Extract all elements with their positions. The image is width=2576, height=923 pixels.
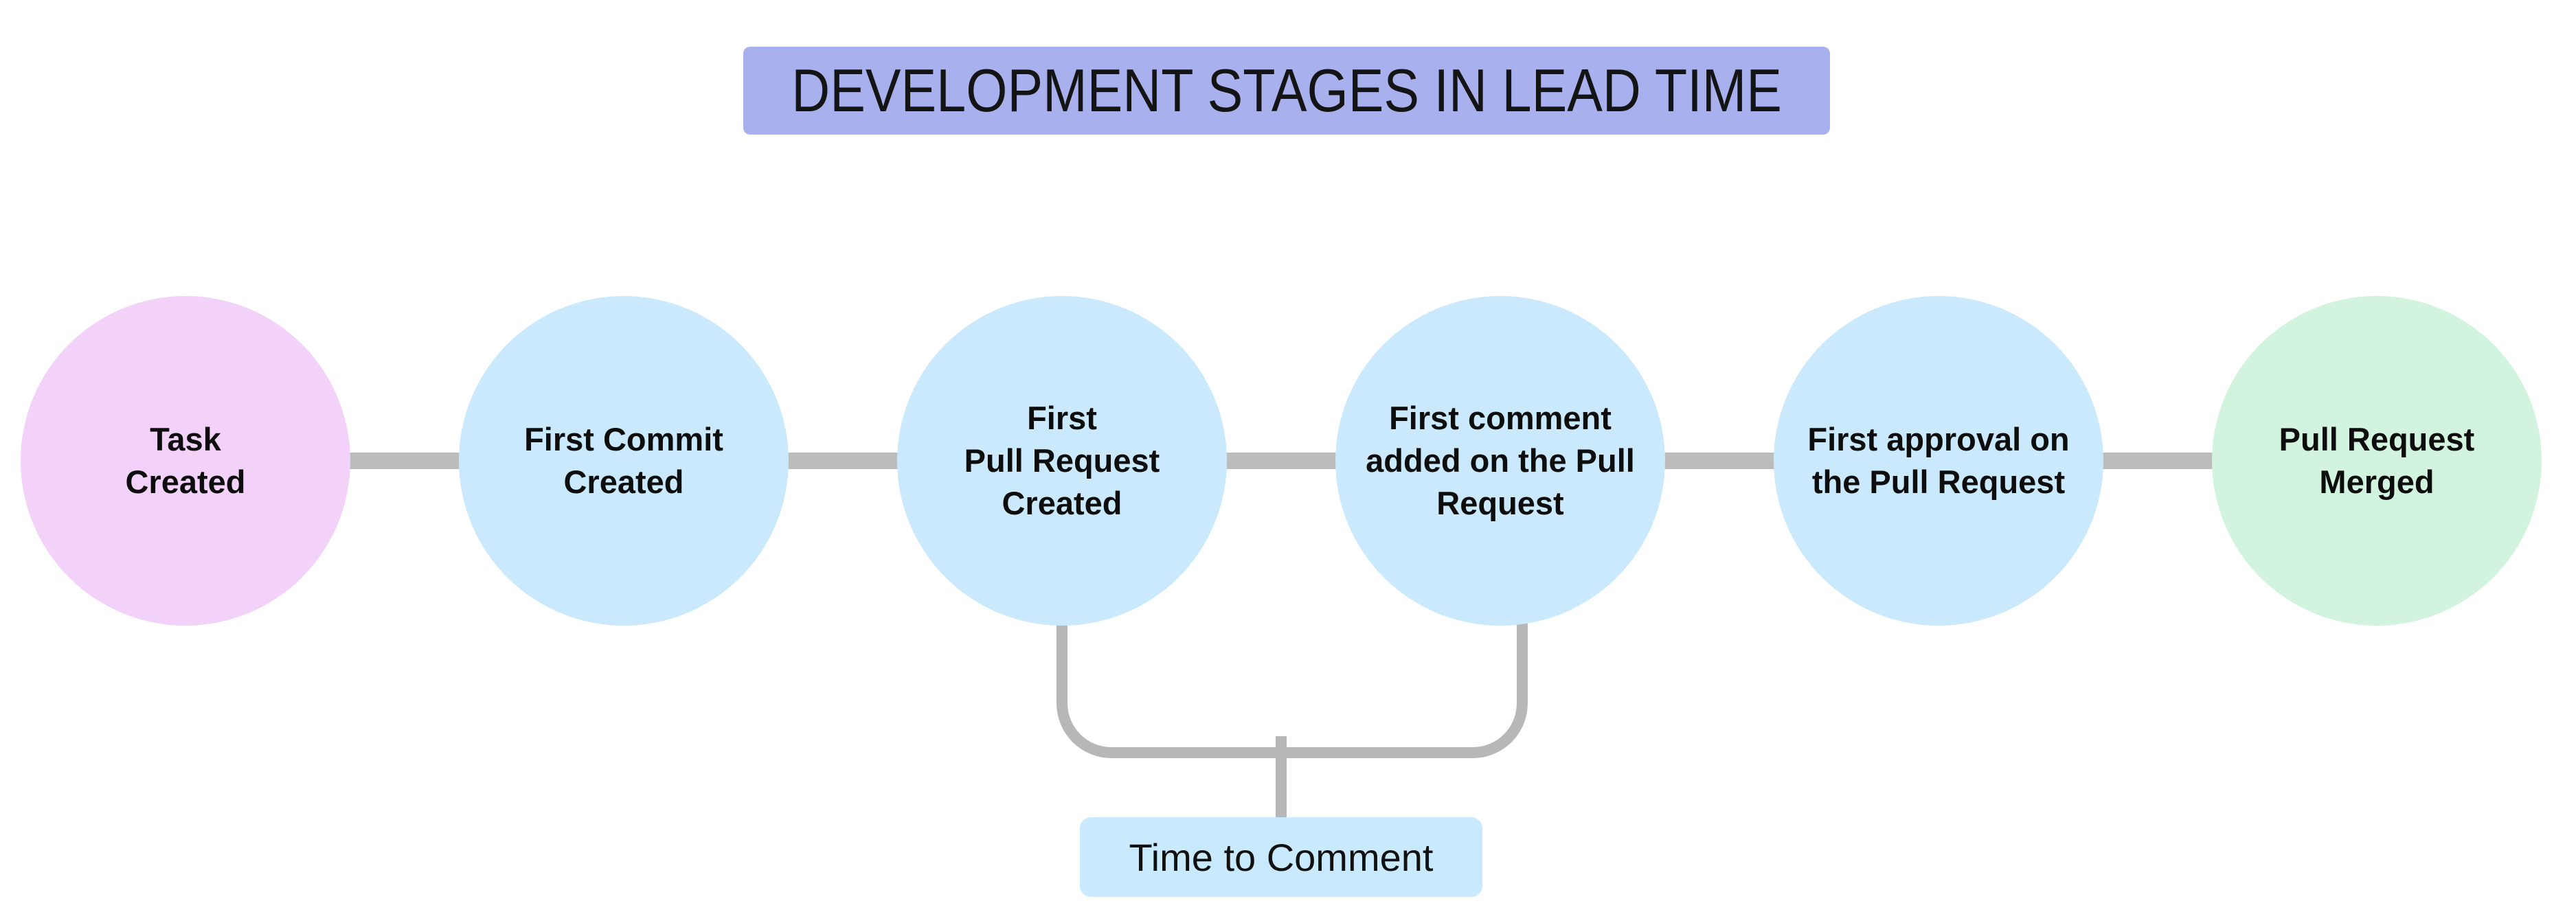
stage-circle-first-commit-created: First Commit Created — [459, 296, 789, 626]
time-to-comment-bracket-stem — [1276, 736, 1287, 819]
stage-circle-first-comment-added: First comment added on the Pull Request — [1335, 296, 1665, 626]
stage-circle-first-pull-request-created: First Pull Request Created — [897, 296, 1227, 626]
stage-circle-task-created: Task Created — [21, 296, 350, 626]
time-to-comment-label-text: Time to Comment — [1129, 835, 1434, 879]
diagram-title-text: DEVELOPMENT STAGES IN LEAD TIME — [791, 56, 1782, 124]
stage-row: Task Created First Commit Created First … — [0, 296, 2542, 626]
stage-circle-first-approval: First approval on the Pull Request — [1774, 296, 2103, 626]
time-to-comment-label: Time to Comment — [1080, 817, 1482, 897]
time-to-comment-bracket — [1057, 611, 1528, 758]
stage-circle-pull-request-merged: Pull Request Merged — [2212, 296, 2542, 626]
diagram-title: DEVELOPMENT STAGES IN LEAD TIME — [743, 47, 1830, 135]
